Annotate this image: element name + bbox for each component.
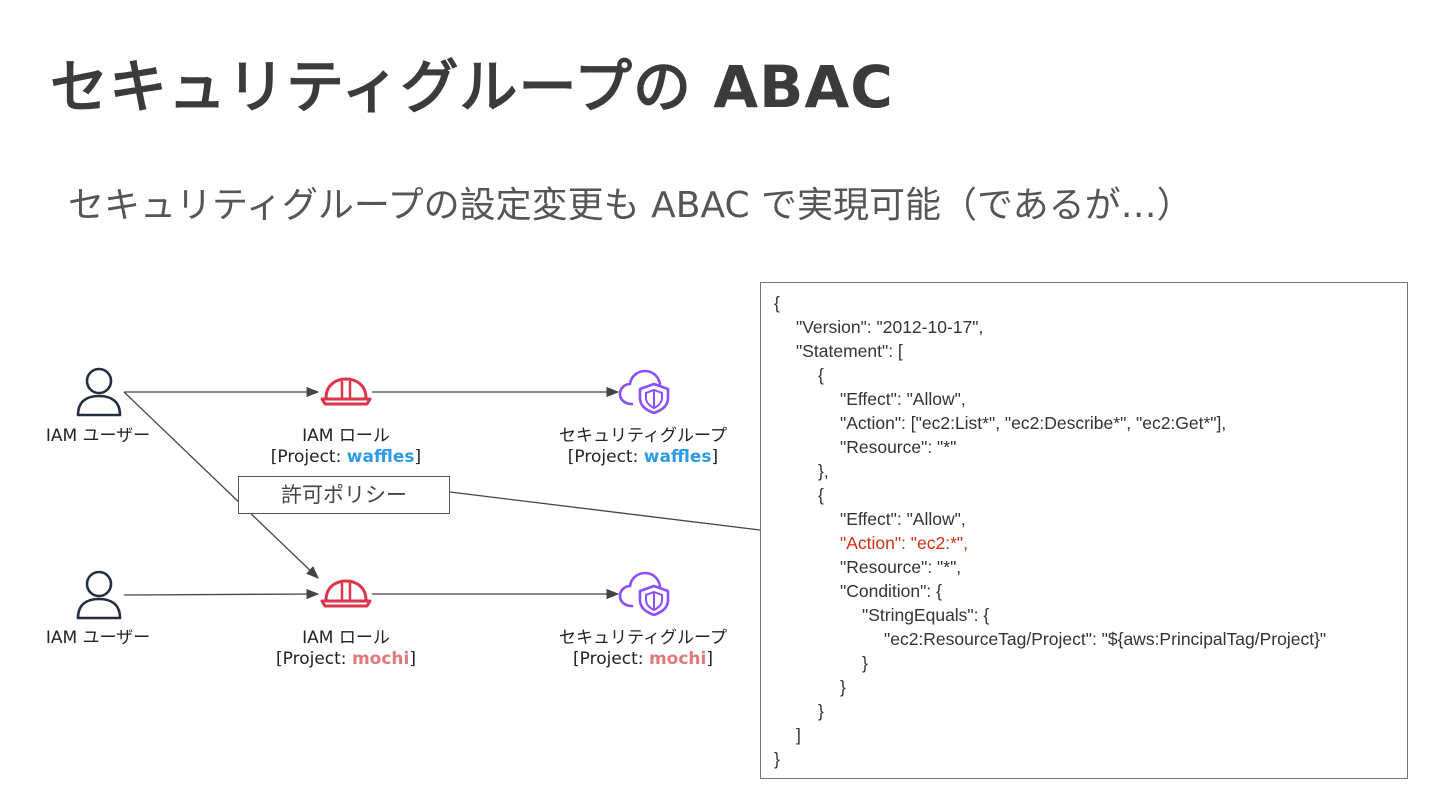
- policy-json-line: "ec2:ResourceTag/Project": "${aws:Princi…: [884, 629, 1327, 649]
- role-tag-1: [Project: waffles]: [246, 447, 446, 468]
- user-label-2-text: IAM ユーザー: [45, 628, 151, 648]
- sg-tag-1-suffix: ]: [711, 447, 719, 467]
- user-icon: [76, 570, 122, 620]
- user-icon: [76, 367, 122, 417]
- sg-tag-1-value: waffles: [643, 447, 712, 467]
- sg-tag-1: [Project: waffles]: [532, 447, 754, 468]
- policy-json-line: }: [862, 653, 868, 673]
- arrow-user1-to-role2: [123, 391, 319, 579]
- policy-json-line: {: [774, 293, 780, 313]
- policy-json-line: "Action": ["ec2:List*", "ec2:Describe*",…: [840, 413, 1227, 433]
- policy-json-line: "Effect": "Allow",: [840, 509, 966, 529]
- role-label-2: IAM ロール [Project: mochi]: [246, 628, 446, 670]
- slide-title: セキュリティグループの ABAC: [50, 53, 894, 121]
- sg-tag-1-prefix: [Project:: [567, 447, 644, 467]
- policy-json-box: { "Version": "2012-10-17", "Statement": [ {…: [760, 282, 1408, 779]
- role-tag-2-prefix: [Project:: [276, 649, 352, 669]
- role-tag-2-value: mochi: [351, 649, 410, 669]
- cloud-shield-icon: [618, 571, 670, 616]
- sg-tag-2: [Project: mochi]: [532, 649, 754, 670]
- sg-label-2-title: セキュリティグループ: [559, 628, 727, 648]
- role-label-1-title: IAM ロール: [302, 426, 390, 446]
- hard-hat-icon: [320, 579, 372, 608]
- hard-hat-icon: [320, 377, 372, 406]
- slide-subtitle: セキュリティグループの設定変更も ABAC で実現可能（であるが…）: [68, 185, 1193, 226]
- cloud-shield-icon: [618, 369, 670, 414]
- role-tag-2: [Project: mochi]: [246, 649, 446, 670]
- sg-label-1: セキュリティグループ [Project: waffles]: [532, 426, 754, 468]
- policy-json-line: }: [774, 749, 780, 769]
- policy-json-line: {: [818, 485, 824, 505]
- permission-policy-box: 許可ポリシー: [238, 476, 450, 514]
- role-tag-2-suffix: ]: [409, 649, 416, 669]
- policy-json-line: "Resource": "*",: [840, 557, 962, 577]
- sg-label-2: セキュリティグループ [Project: mochi]: [532, 628, 754, 670]
- policy-json-line: },: [818, 461, 829, 481]
- policy-json-line: "Effect": "Allow",: [840, 389, 966, 409]
- policy-json-line: "Statement": [: [796, 341, 903, 361]
- policy-json-line: ]: [796, 725, 801, 745]
- policy-json-line: "Condition": {: [840, 581, 942, 601]
- policy-json-line: "Action": "ec2:*",: [840, 533, 968, 553]
- sg-tag-2-value: mochi: [648, 649, 707, 669]
- policy-json-line: {: [818, 365, 824, 385]
- policy-json-line: }: [818, 701, 824, 721]
- policy-json-line: "Resource": "*": [840, 437, 957, 457]
- policy-json-line: "StringEquals": {: [862, 605, 990, 625]
- user-label-2: IAM ユーザー: [28, 628, 168, 649]
- user-label-1: IAM ユーザー: [28, 426, 168, 447]
- sg-tag-2-prefix: [Project:: [573, 649, 649, 669]
- sg-tag-2-suffix: ]: [706, 649, 713, 669]
- role-label-2-title: IAM ロール: [302, 628, 390, 648]
- policy-link-line: [449, 491, 761, 531]
- sg-label-1-title: セキュリティグループ: [559, 426, 727, 446]
- policy-json-line: }: [840, 677, 846, 697]
- policy-json-lines: { "Version": "2012-10-17", "Statement": [ {…: [774, 291, 1407, 771]
- role-label-1: IAM ロール [Project: waffles]: [246, 426, 446, 468]
- role-tag-1-prefix: [Project:: [270, 447, 347, 467]
- arrow-user2-to-role2: [123, 588, 320, 600]
- policy-json-line: "Version": "2012-10-17",: [796, 317, 984, 337]
- user-label-1-text: IAM ユーザー: [45, 426, 151, 446]
- role-tag-1-suffix: ]: [414, 447, 422, 467]
- role-tag-1-value: waffles: [346, 447, 415, 467]
